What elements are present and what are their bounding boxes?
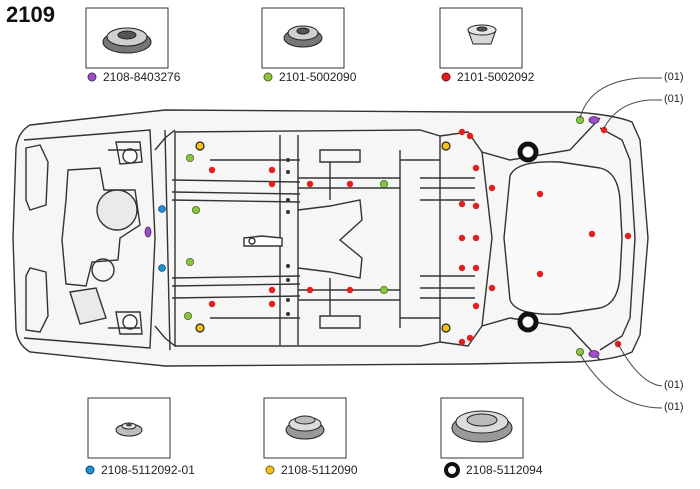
purple-plug-markers [144,116,600,358]
callout-1: (01) [664,71,684,83]
blue-plug-markers [158,205,166,272]
callout-2: (01) [664,93,684,105]
green-plug-markers [183,116,585,356]
legend-dot-purple [87,72,97,82]
part-box-bottom-3 [440,397,524,459]
legend-label-top-2: 2101-5002090 [279,70,357,84]
callout-3: (01) [664,379,684,391]
part-box-top-3 [439,7,523,69]
hole-markers [286,158,290,316]
black-plug-rear-right [517,311,539,333]
legend-label-bottom-2: 2108-5112090 [281,463,358,477]
part-box-top-1 [85,7,169,69]
legend-dot-yellow [265,465,275,475]
black-plug-rear-left [517,141,539,163]
model-title: 2109 [6,2,55,27]
legend-label-top-1: 2108-8403276 [103,70,181,84]
part-box-bottom-2 [263,397,347,459]
part-box-top-2 [261,7,345,69]
legend-dot-blue [85,465,95,475]
legend-label-bottom-3: 2108-5112094 [466,463,543,477]
yellow-plug-markers [195,141,451,333]
callout-4: (01) [664,401,684,413]
legend-ring-black [444,462,460,478]
callout-lines [579,77,663,409]
legend-label-bottom-1: 2108-5112092-01 [101,463,195,477]
underbody-outline [12,109,649,367]
legend-dot-red [441,72,451,82]
part-box-bottom-1 [87,397,171,459]
red-plug-markers [208,126,632,348]
legend-dot-green [263,72,273,82]
legend-label-top-3: 2101-5002092 [457,70,535,84]
